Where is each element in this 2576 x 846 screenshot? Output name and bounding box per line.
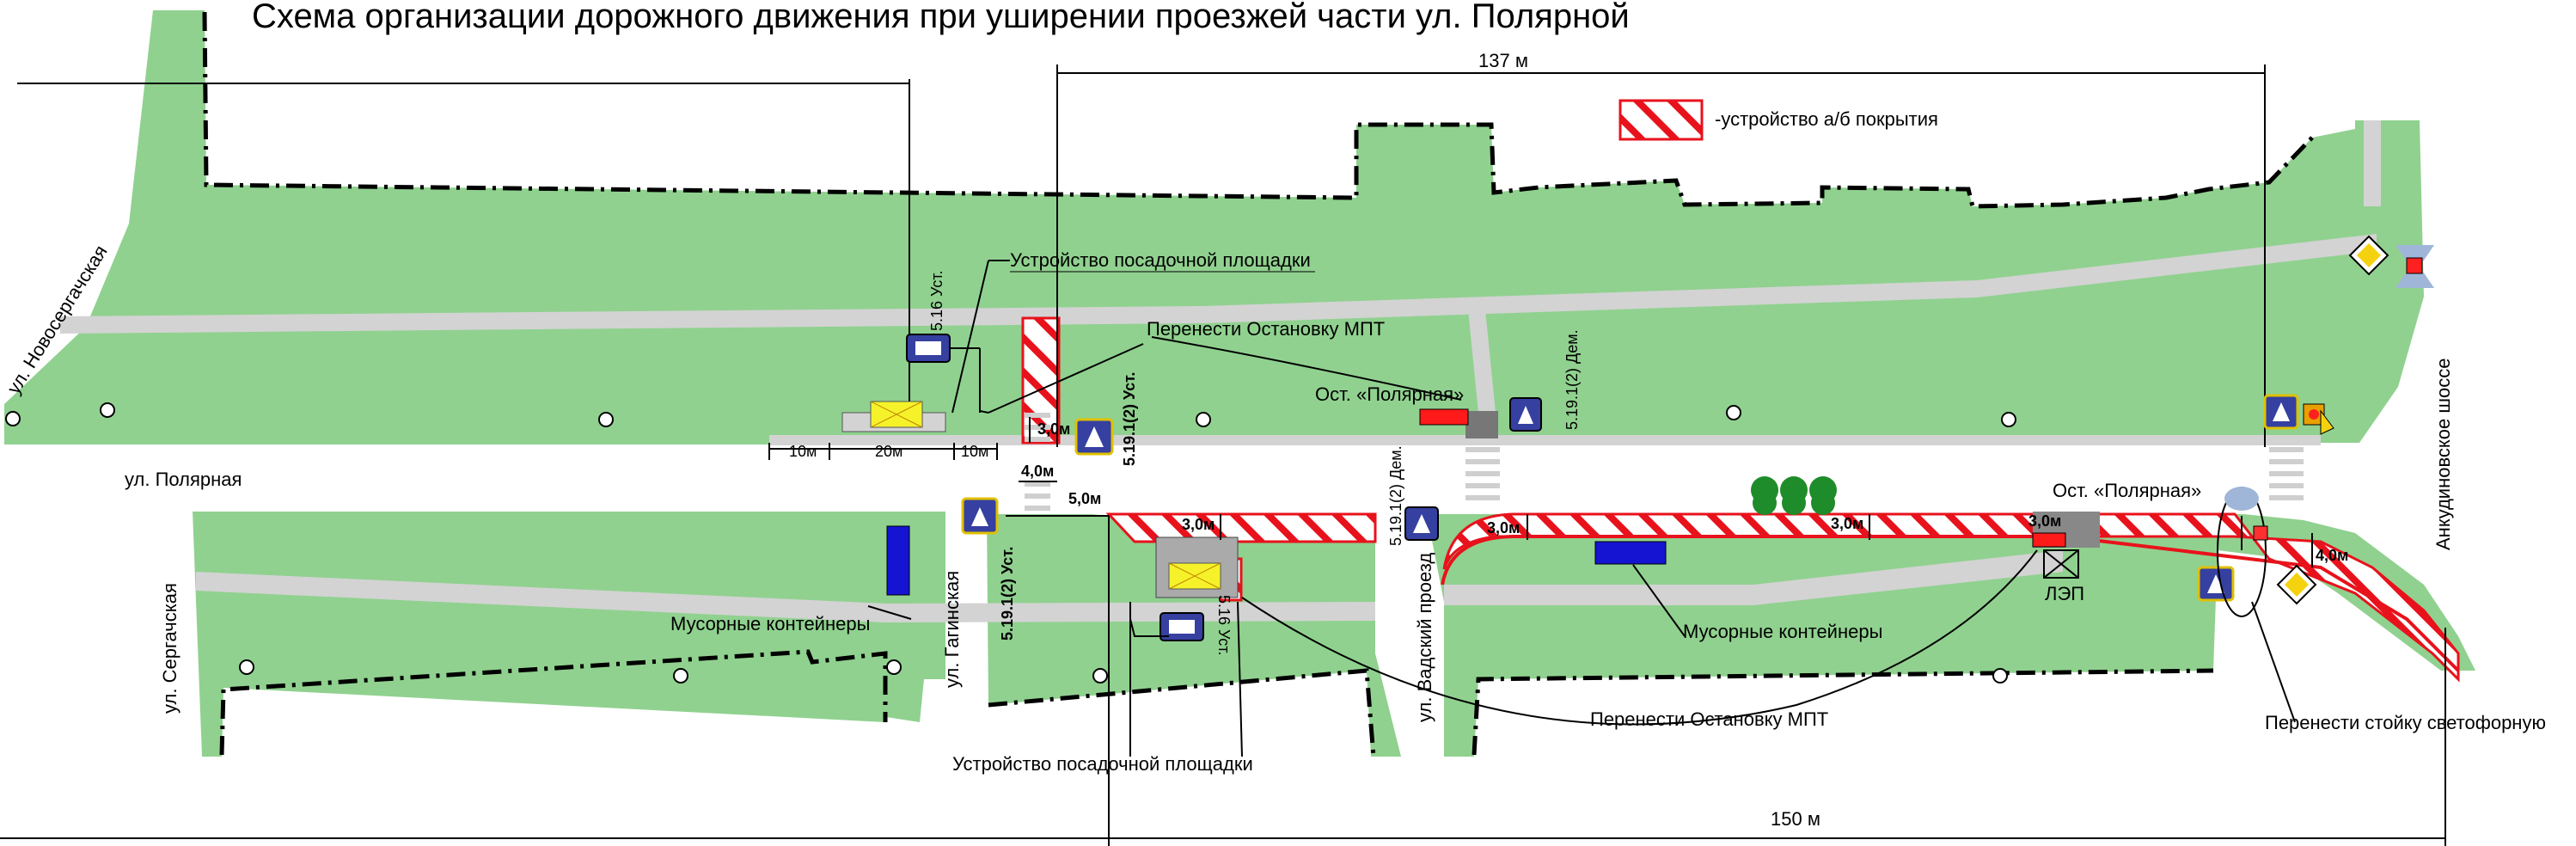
seg-10m-right: 10м	[961, 443, 988, 460]
lower-walkway-left	[196, 572, 1375, 622]
segment-dimensions	[768, 443, 998, 460]
traffic-light-top	[2303, 403, 2334, 435]
trash-container-right	[1594, 541, 1667, 565]
red-edge-line	[1441, 535, 2460, 672]
sign-5-19-ankud-top	[2263, 394, 2299, 430]
road-polyarnaya	[0, 444, 2576, 513]
trees	[1751, 476, 1837, 515]
sign-label-5191-gag: 5.19.1(2) Уст.	[999, 547, 1016, 641]
label-trash-left: Мусорные контейнеры	[670, 613, 870, 634]
crosswalk-gaginskaya	[1025, 413, 1050, 511]
sign-label-5191-dem-vad: 5.19.1(2) Дем.	[1387, 445, 1404, 546]
sign-label-5191-top: 5.19.1(2) Уст.	[1121, 372, 1138, 466]
label-stop-polyarnaya-bottom: Ост. «Полярная»	[2053, 480, 2201, 501]
dim-4m-label: 4,0м	[1021, 463, 1054, 480]
leader-lines	[867, 260, 2296, 757]
priority-sign-top	[2348, 235, 2389, 276]
lower-green-left	[193, 512, 945, 757]
sign-5-19-gag	[961, 497, 999, 535]
dim-5m-label: 5,0м	[1068, 490, 1101, 507]
sign-label-516-top: 5.16 Уст.	[928, 270, 945, 331]
street-sergachskaya: ул. Сергачская	[159, 583, 181, 714]
label-move-light: Перенести стойку светофорную	[2265, 712, 2546, 733]
upper-boundary-line	[202, 11, 2314, 209]
label-move-stop-top: Перенести Остановку МПТ	[1147, 318, 1385, 340]
signal-stand-top-right	[2395, 245, 2434, 288]
sign-5-19-top	[1074, 418, 1114, 456]
label-trash-right: Мусорные контейнеры	[1683, 621, 1882, 642]
dimension-top-label: 137 м	[1478, 50, 1528, 71]
lower-green-right-boundary	[1472, 668, 2214, 756]
seg-10m-left: 10м	[789, 443, 817, 460]
sign-5-19-ankud-bottom	[2197, 566, 2235, 602]
hatch-area-bottom-left	[1105, 512, 1377, 543]
sign-5-16-top	[906, 334, 981, 413]
pavilion-cross-2	[870, 401, 923, 428]
street-polyarnaya: ул. Полярная	[125, 469, 242, 490]
dim-3m-d-label: 3,0м	[1831, 515, 1863, 532]
lep-label: ЛЭП	[2045, 583, 2084, 604]
stop-pavilion-bottom-right	[2032, 532, 2066, 548]
label-landing-top: Устройство посадочной площадки	[1010, 249, 1311, 271]
dimension-bottom-150	[0, 516, 2446, 846]
dim-3m-top-label: 3,0м	[1037, 420, 1070, 438]
upper-walkway-branch-right	[2364, 120, 2381, 206]
scheme-title: Схема организации дорожного движения при…	[252, 0, 1630, 35]
sign-5-19-dem-vad	[1404, 506, 1439, 541]
lower-walkway-right	[1444, 550, 2063, 605]
pavilion-cross-4	[1168, 562, 1221, 590]
hatch-area-bottom-right	[1442, 512, 2460, 683]
sign-label-5191-dem-top: 5.19.1(2) Дем.	[1563, 329, 1581, 430]
dim-3m-c-label: 3,0м	[1487, 519, 1520, 536]
dim-4m-b-label: 4,0м	[2316, 547, 2348, 564]
seg-20m: 20м	[875, 443, 903, 460]
dimension-bottom-label: 150 м	[1771, 808, 1820, 830]
legend-text: -устройство а/б покрытия	[1715, 108, 1938, 130]
trash-container-left	[886, 525, 910, 596]
upper-curb-strip	[769, 435, 2321, 445]
dimension-top-137	[17, 64, 2266, 447]
lamp-posts	[5, 402, 2016, 684]
street-ankudinovskoe: Анкудиновское шоссе	[2432, 359, 2454, 551]
lep-tower	[2043, 549, 2079, 579]
street-vadsky: ул. Вадский проезд	[1414, 553, 1435, 722]
sign-label-516-bottom: 5.16 Уст.	[1215, 595, 1233, 656]
lower-green-left-boundary	[219, 649, 888, 756]
lower-green-mid-boundary	[988, 668, 1376, 757]
upper-walkway	[60, 234, 2377, 334]
crosswalk-vadsky	[1465, 447, 1500, 500]
dim-3m-e-label: 3,0м	[2028, 512, 2061, 530]
upper-green-area	[4, 10, 2424, 444]
sign-5-16-bottom	[1160, 612, 1204, 641]
label-stop-polyarnaya-top: Ост. «Полярная»	[1315, 383, 1464, 405]
street-gaginskaya: ул. Гагинская	[941, 571, 963, 688]
label-move-stop-bottom: Перенести Остановку МПТ	[1590, 708, 1828, 730]
upper-walkway-branch	[1468, 310, 1496, 413]
traffic-light-bottom	[2217, 487, 2268, 617]
priority-sign-bottom	[2276, 564, 2317, 605]
label-landing-bottom: Устройство посадочной площадки	[952, 753, 1253, 775]
stop-pavilion-top-right	[1419, 408, 1469, 426]
stop-platform-top-right	[1465, 411, 1498, 438]
crosswalk-ankudinovskoe	[2269, 447, 2304, 500]
sign-5-19-dem-top	[1509, 397, 1542, 432]
dim-3m-b-label: 3,0м	[1182, 516, 1215, 533]
legend-swatch	[1618, 99, 1704, 141]
